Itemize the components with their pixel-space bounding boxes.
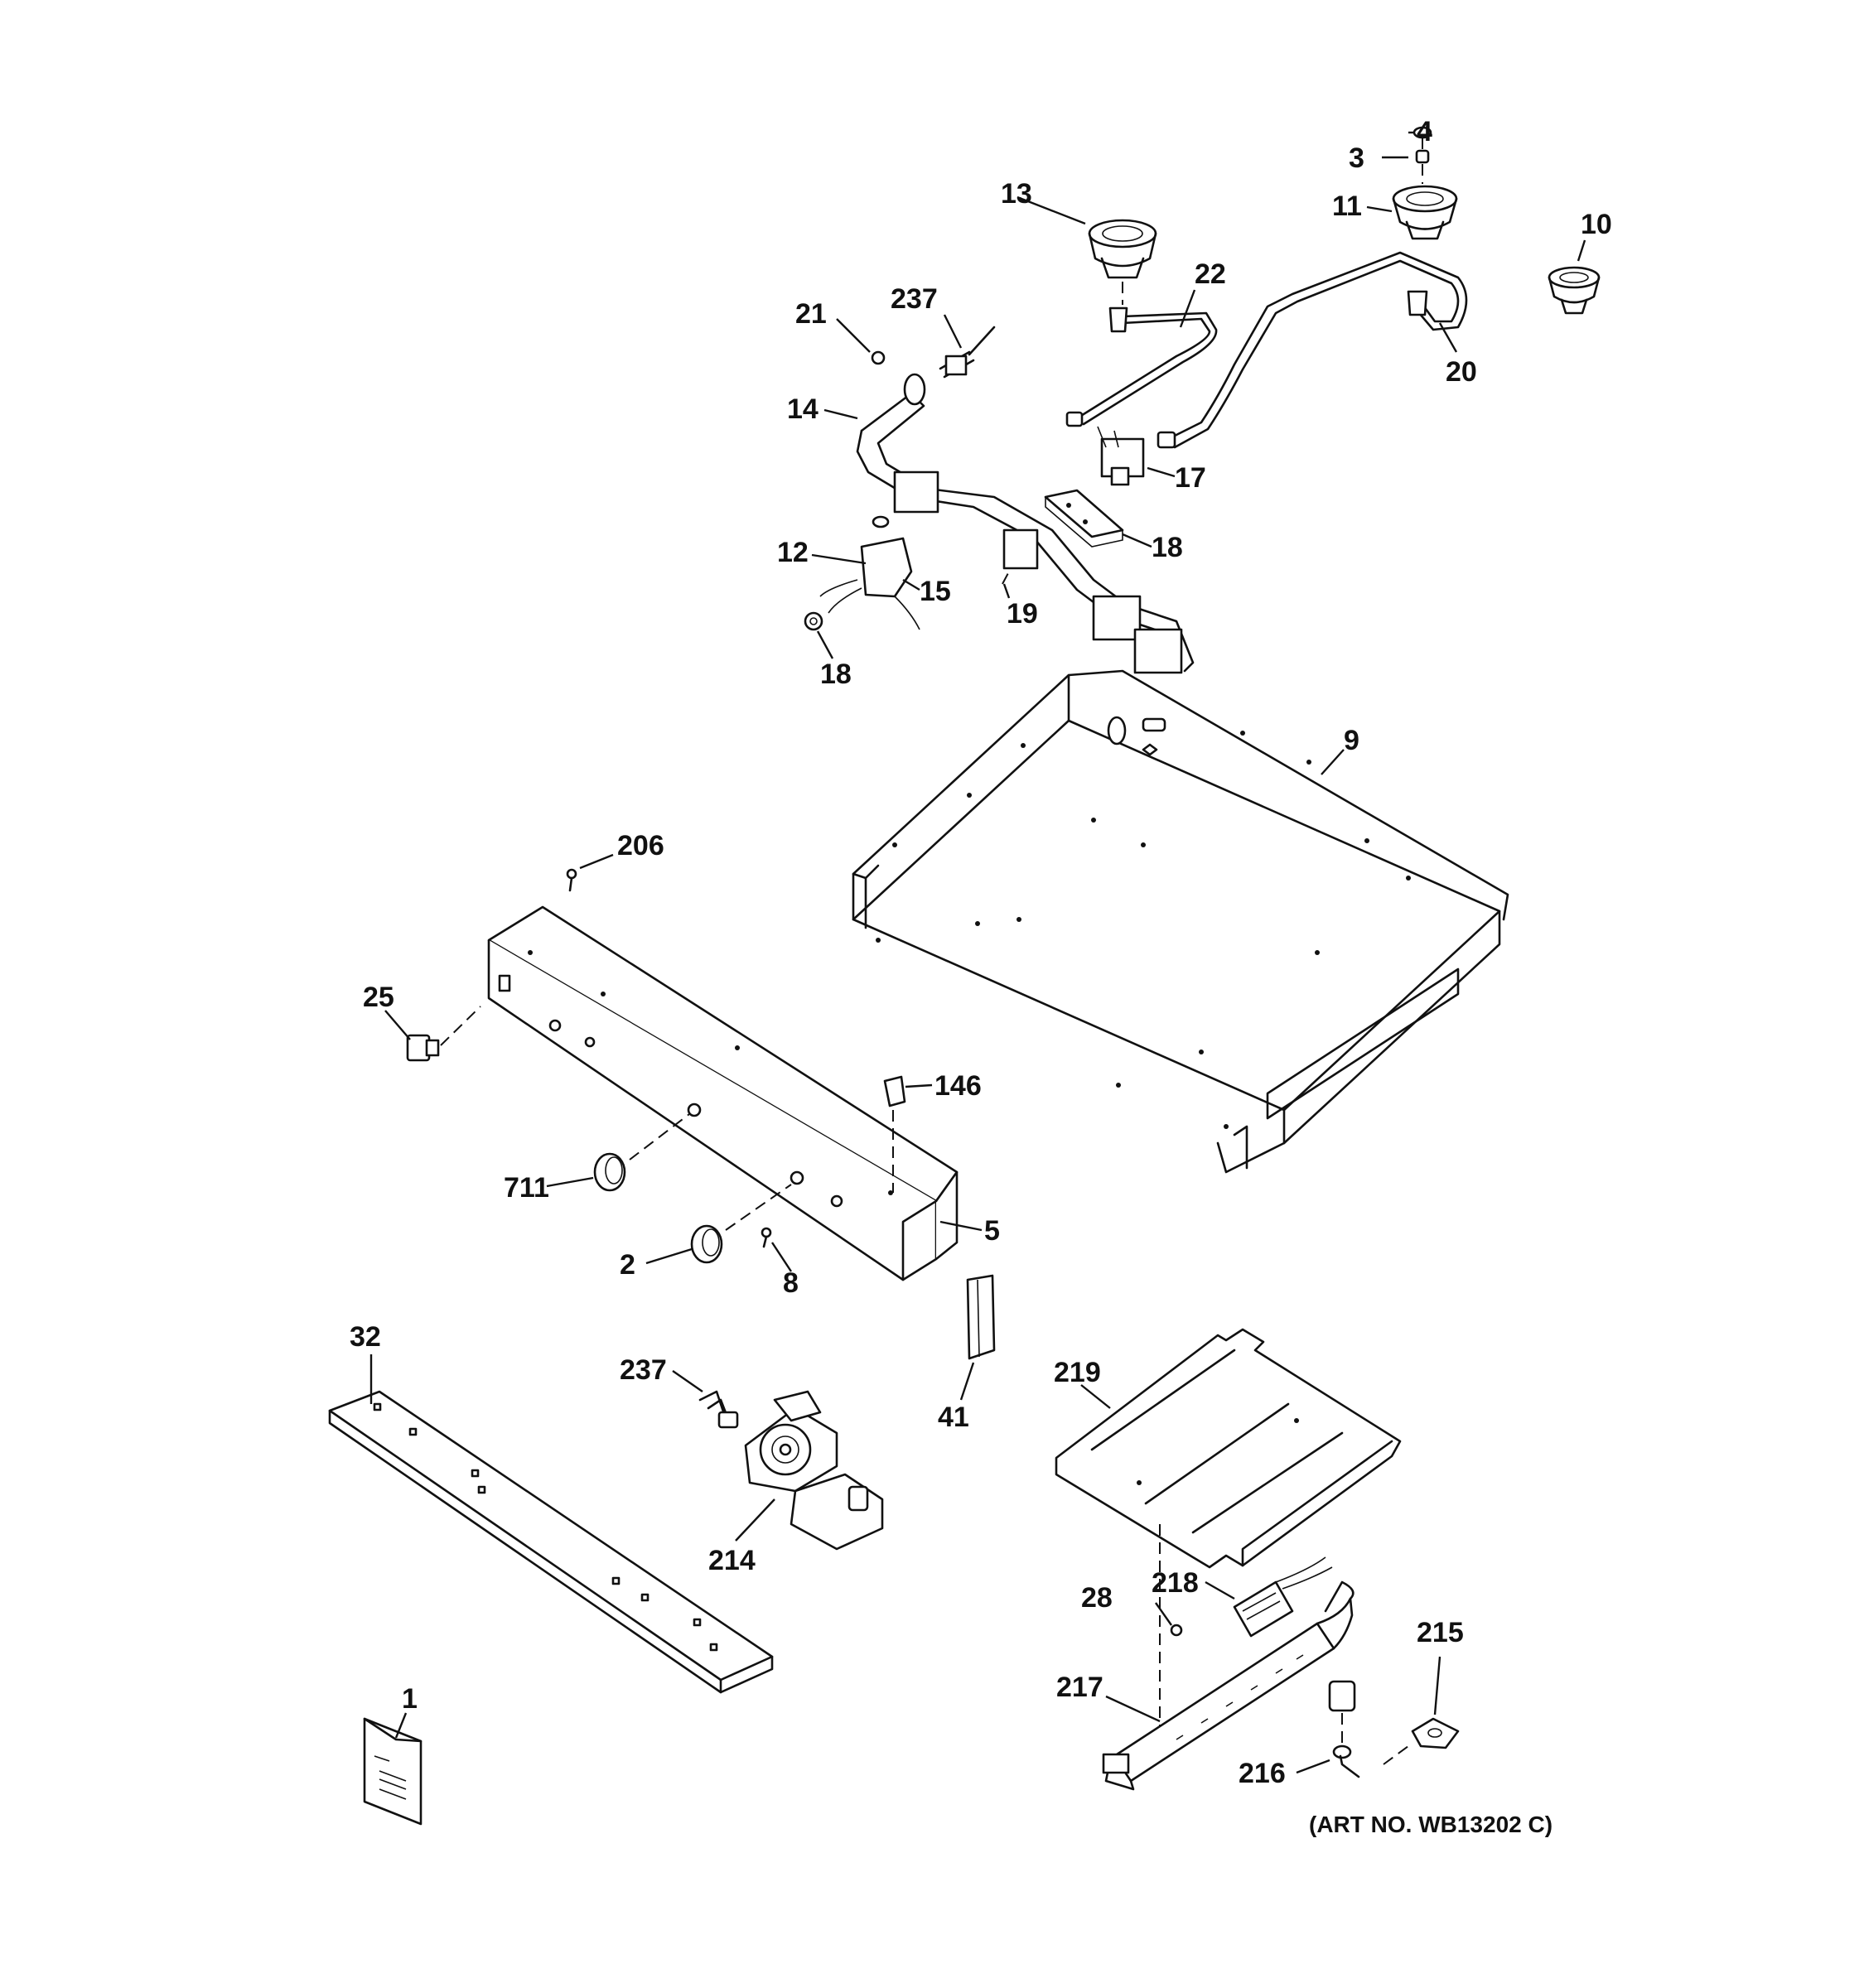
callout-10: 10	[1581, 209, 1612, 240]
callout-206: 206	[617, 830, 664, 861]
callout-2: 2	[620, 1249, 635, 1281]
callout-218: 218	[1152, 1567, 1199, 1599]
clip-146[interactable]	[883, 1075, 906, 1193]
manifold-14[interactable]	[856, 373, 1195, 674]
plate-18[interactable]	[1044, 489, 1124, 548]
burner-head-10[interactable]	[1548, 266, 1601, 315]
callout-237-top: 237	[891, 283, 938, 315]
screw-19[interactable]	[1002, 571, 1010, 585]
burner-tray-9[interactable]	[852, 669, 1509, 1174]
callout-214: 214	[708, 1545, 756, 1576]
callout-146: 146	[934, 1070, 982, 1102]
callout-215: 215	[1417, 1617, 1464, 1648]
callout-20: 20	[1446, 356, 1477, 388]
callout-labels: 13 4 3 11 10 22 20 21 237 14 17 18 12 15…	[350, 116, 1612, 1837]
heat-shield-219[interactable]	[1055, 1328, 1402, 1752]
callout-41: 41	[938, 1402, 969, 1433]
gas-valve-214[interactable]	[744, 1390, 884, 1551]
callout-18-nut: 18	[820, 659, 852, 690]
callout-11: 11	[1332, 191, 1362, 222]
callout-219: 219	[1054, 1357, 1101, 1388]
callout-5: 5	[984, 1215, 1000, 1247]
instruction-packet-1[interactable]	[363, 1717, 423, 1826]
oven-burner-217[interactable]	[1102, 1580, 1355, 1791]
bracket-215[interactable]	[1383, 1717, 1460, 1765]
screw-8[interactable]	[761, 1227, 772, 1248]
callout-19: 19	[1007, 598, 1038, 630]
callout-15: 15	[920, 576, 951, 607]
callout-8: 8	[783, 1267, 799, 1299]
end-cap-41[interactable]	[966, 1274, 996, 1360]
callout-18-plate: 18	[1152, 532, 1183, 563]
callout-9: 9	[1344, 725, 1359, 756]
bracket-17[interactable]	[1097, 426, 1145, 486]
bracket-216[interactable]	[1328, 1680, 1360, 1778]
ignitor-218[interactable]	[1233, 1556, 1333, 1638]
screw-28[interactable]	[1170, 1624, 1183, 1637]
burner-cap-small-3[interactable]	[1415, 149, 1430, 184]
callout-13: 13	[1001, 178, 1032, 210]
callout-217: 217	[1056, 1672, 1103, 1703]
callout-21: 21	[795, 298, 827, 330]
knob-2[interactable]	[690, 1184, 792, 1264]
orifice-fitting-237-top[interactable]	[939, 326, 996, 379]
orifice-fitting-237-valve[interactable]	[698, 1390, 739, 1429]
trim-strip-32[interactable]	[328, 1390, 774, 1694]
callout-216: 216	[1239, 1758, 1286, 1789]
nut-18-left[interactable]	[804, 611, 823, 631]
gas-tube-20[interactable]	[1157, 251, 1468, 449]
callout-14: 14	[787, 393, 819, 425]
callout-12: 12	[777, 537, 809, 568]
gas-tube-22[interactable]	[1065, 306, 1218, 427]
callout-28: 28	[1081, 1582, 1113, 1614]
callout-22: 22	[1195, 258, 1226, 290]
screw-21[interactable]	[871, 350, 886, 365]
art-number: (ART NO. WB13202 C)	[1309, 1812, 1553, 1837]
callout-1: 1	[402, 1683, 418, 1715]
control-panel-5[interactable]	[487, 905, 959, 1281]
burner-head-13[interactable]	[1088, 219, 1157, 305]
callout-237-valve: 237	[620, 1354, 667, 1386]
ignitor-switch-12[interactable]	[819, 515, 920, 630]
knob-711[interactable]	[593, 1113, 690, 1192]
clip-25[interactable]	[406, 1006, 481, 1062]
leader-lines	[369, 131, 1586, 1774]
callout-3: 3	[1349, 142, 1364, 174]
callout-25: 25	[363, 982, 394, 1013]
burner-head-11[interactable]	[1392, 185, 1458, 240]
callout-17: 17	[1175, 462, 1206, 494]
callout-32: 32	[350, 1321, 381, 1353]
screw-206[interactable]	[566, 868, 577, 892]
callout-4: 4	[1417, 116, 1432, 147]
callout-711: 711	[504, 1172, 549, 1204]
